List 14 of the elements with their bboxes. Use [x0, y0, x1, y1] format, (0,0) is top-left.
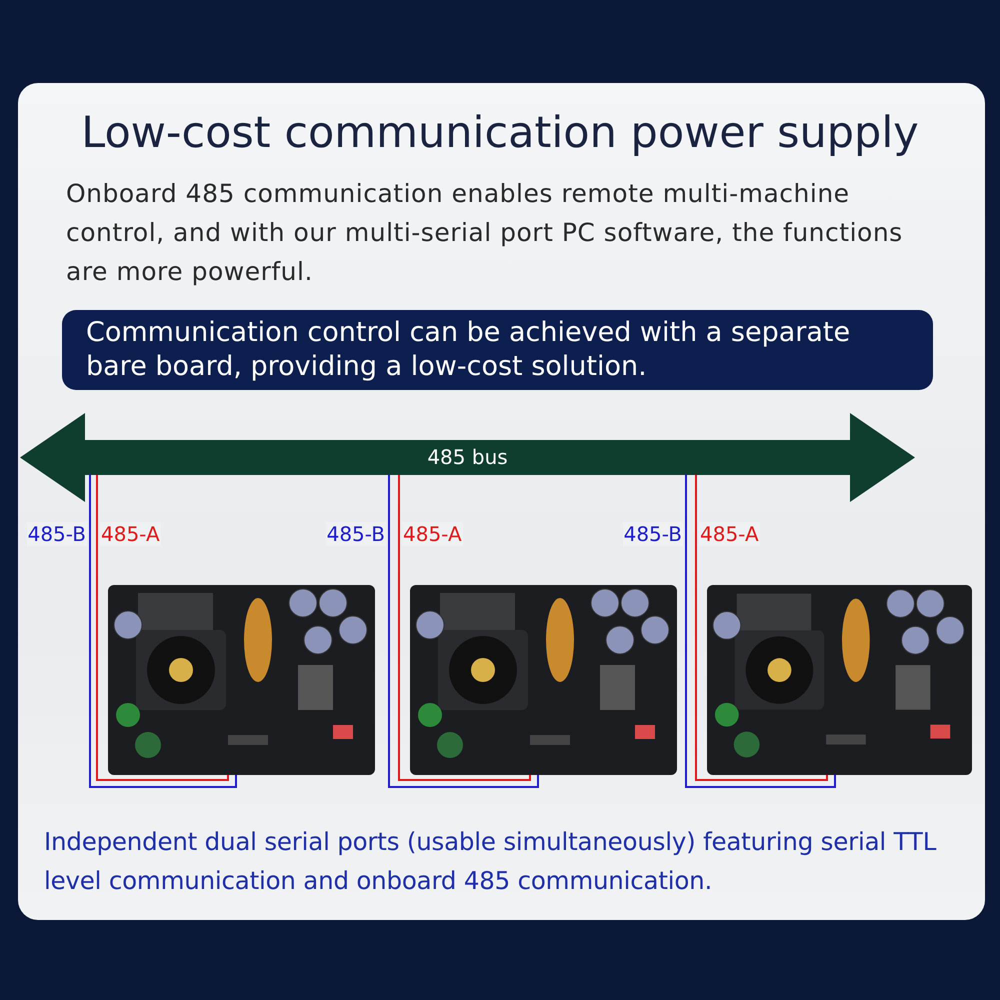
title: Low-cost communication power supply [80, 108, 920, 158]
circuit-board-drawing [410, 585, 677, 775]
edge-label: 485-A [699, 522, 760, 546]
edge-label: 485-B [26, 522, 87, 546]
circuit-board-drawing [707, 585, 972, 775]
edge-label: 485-A [402, 522, 463, 546]
edge-label: 485-A [100, 522, 161, 546]
bus-label: 485 bus [427, 444, 508, 468]
edge-label: 485-B [326, 522, 386, 546]
banner: Communication control can be achieved with a separate bare board, providing a low-cost solution. [62, 310, 933, 390]
caption-text: Independent dual serial ports (usable simultaneously) featuring serial TTL level communication and onboard 485 communication. [44, 826, 938, 897]
description-text: Onboard 485 communication enables remote multi-machine control, and with our multi-serial port PC software, the functions are more powerful. [66, 178, 904, 288]
circuit-board-drawing [108, 585, 375, 775]
edge-label: 485-B [622, 522, 683, 546]
